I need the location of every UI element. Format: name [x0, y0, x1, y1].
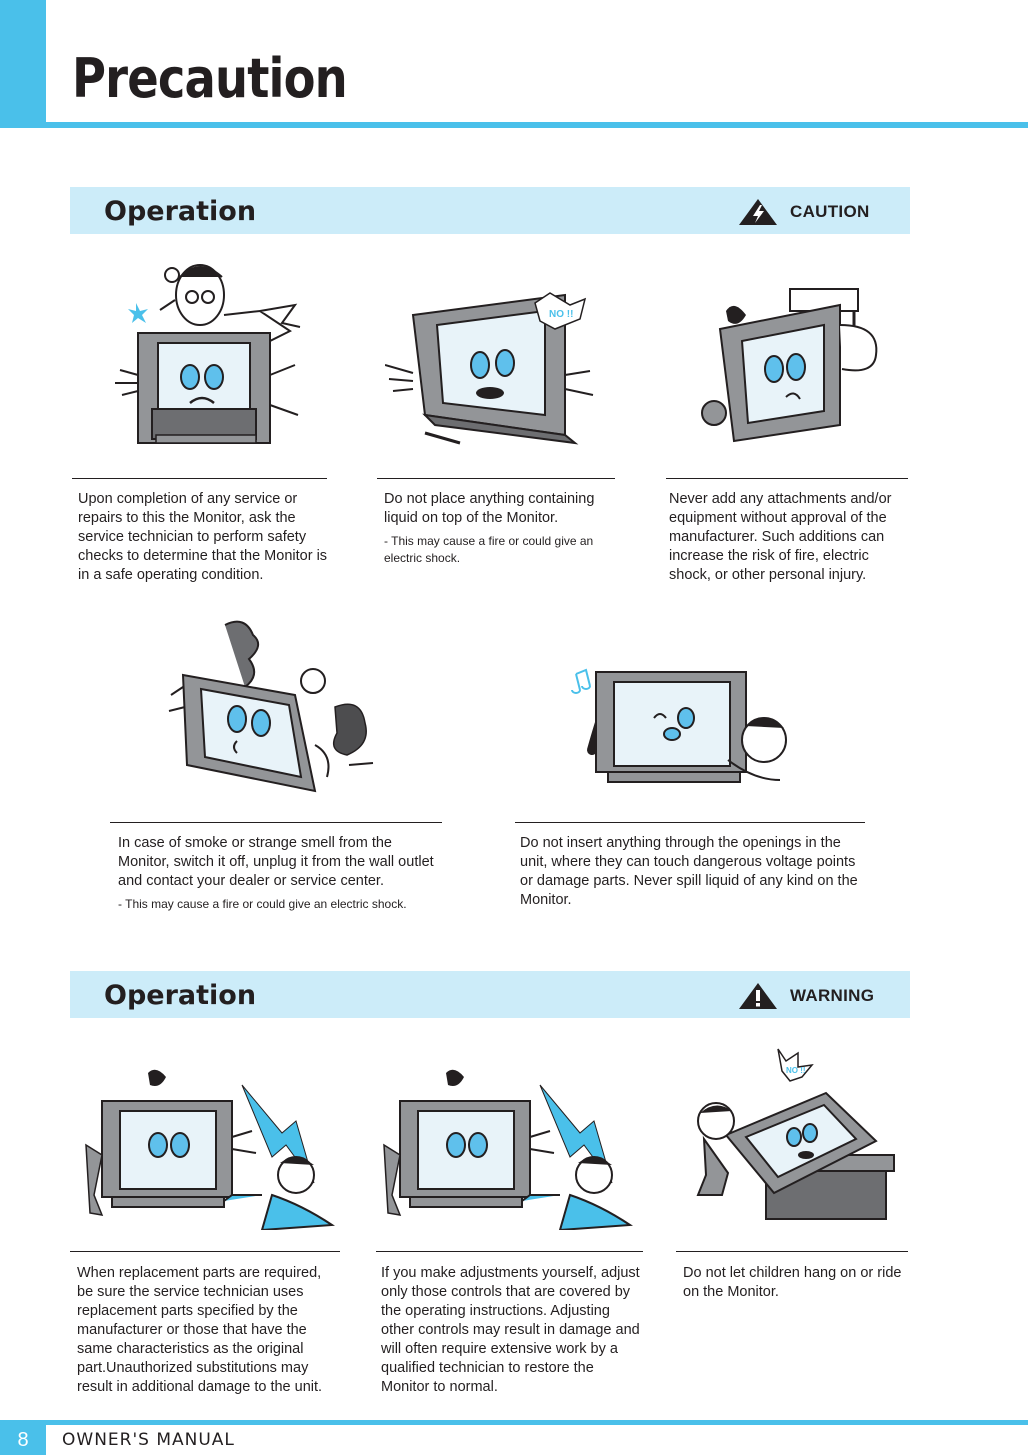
- item-rule: [666, 478, 908, 479]
- caution-item-1: Upon completion of any service or repair…: [78, 490, 328, 585]
- section-bar-caution: Operation CAUTION: [70, 187, 910, 234]
- warning-item-1: When replacement parts are required, be …: [77, 1264, 339, 1397]
- page-number: 8: [0, 1425, 46, 1455]
- caution-label: CAUTION: [790, 202, 870, 221]
- item-rule: [377, 478, 615, 479]
- section-title: Operation: [104, 196, 257, 227]
- illustration-replacement-parts: [85, 1069, 335, 1230]
- section-bar-warning: Operation WARNING: [70, 971, 910, 1018]
- illustration-attachments: [701, 288, 878, 443]
- item-rule: [70, 1251, 340, 1252]
- caution-item-2: Do not place anything containing liquid …: [384, 490, 614, 567]
- item-note: - This may cause a fire or could give an…: [384, 534, 594, 565]
- item-rule: [676, 1251, 908, 1252]
- item-text: Upon completion of any service or repair…: [78, 491, 328, 583]
- item-rule: [110, 822, 442, 823]
- illustration-insert-openings: [571, 668, 787, 783]
- page-title: Precaution: [72, 47, 348, 110]
- section-title: Operation: [104, 980, 257, 1011]
- lightning-warning-icon: [739, 199, 777, 225]
- warning-badge: WARNING: [738, 982, 874, 1010]
- item-text: If you make adjustments yourself, adjust…: [381, 1265, 640, 1395]
- item-rule: [72, 478, 327, 479]
- illustration-children-hanging: NO !!: [696, 1048, 895, 1220]
- illustration-liquid-on-top: NO !!: [385, 292, 594, 445]
- item-text: Do not insert anything through the openi…: [520, 835, 858, 908]
- caution-item-5: Do not insert anything through the openi…: [520, 834, 865, 910]
- item-text: In case of smoke or strange smell from t…: [118, 835, 434, 889]
- caution-item-4: In case of smoke or strange smell from t…: [118, 834, 443, 913]
- item-text: When replacement parts are required, be …: [77, 1265, 323, 1395]
- caution-item-3: Never add any attachments and/or equipme…: [669, 490, 909, 585]
- item-text: Do not let children hang on or ride on t…: [683, 1265, 902, 1300]
- item-note: - This may cause a fire or could give an…: [118, 897, 407, 911]
- caution-badge: CAUTION: [738, 198, 870, 226]
- item-rule: [376, 1251, 643, 1252]
- illustration-adjustments: [383, 1069, 633, 1230]
- exclamation-warning-icon: [739, 983, 777, 1009]
- item-text: Never add any attachments and/or equipme…: [669, 491, 892, 583]
- warning-item-2: If you make adjustments yourself, adjust…: [381, 1264, 643, 1397]
- warning-label: WARNING: [790, 986, 875, 1005]
- footer-rule: [0, 1420, 1028, 1425]
- illustration-smoke: [168, 620, 374, 793]
- item-rule: [515, 822, 865, 823]
- header-rule: [46, 122, 1028, 128]
- header-accent-block: [0, 0, 46, 128]
- no-sign-label: NO !!: [549, 309, 573, 320]
- item-text: Do not place anything containing liquid …: [384, 491, 595, 526]
- illustration-service-technician: [115, 264, 301, 444]
- no-sign-label: NO !!: [786, 1066, 806, 1075]
- footer-label: OWNER'S MANUAL: [62, 1430, 235, 1450]
- warning-item-3: Do not let children hang on or ride on t…: [683, 1264, 908, 1302]
